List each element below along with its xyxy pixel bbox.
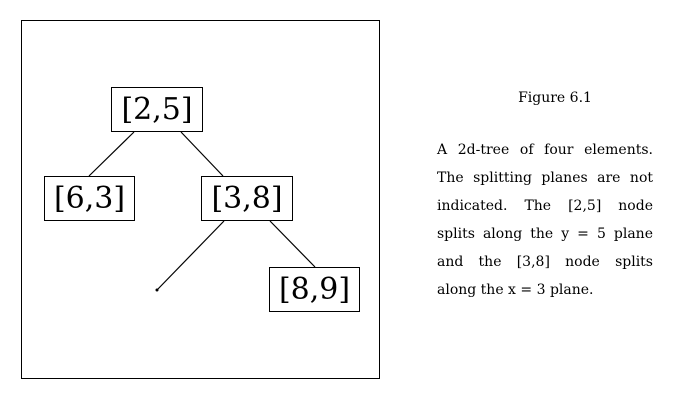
edge-root-left	[88, 131, 135, 177]
edge-right-null	[156, 220, 225, 291]
figure-caption-text: A 2d-tree of four elements. The splittin…	[437, 142, 653, 298]
figure-title: Figure 6.1	[518, 90, 592, 106]
figure-caption: Figure 6.1 A 2d-tree of four elements. T…	[437, 90, 653, 304]
edge-right-rightchild	[269, 220, 316, 268]
tree-node-right-right: [8,9]	[269, 267, 360, 312]
null-child-dot	[155, 288, 159, 292]
edge-root-right	[180, 131, 224, 177]
tree-node-root: [2,5]	[111, 87, 203, 132]
tree-node-right: [3,8]	[201, 176, 293, 221]
tree-node-left: [6,3]	[44, 176, 135, 221]
figure-frame	[21, 20, 380, 379]
